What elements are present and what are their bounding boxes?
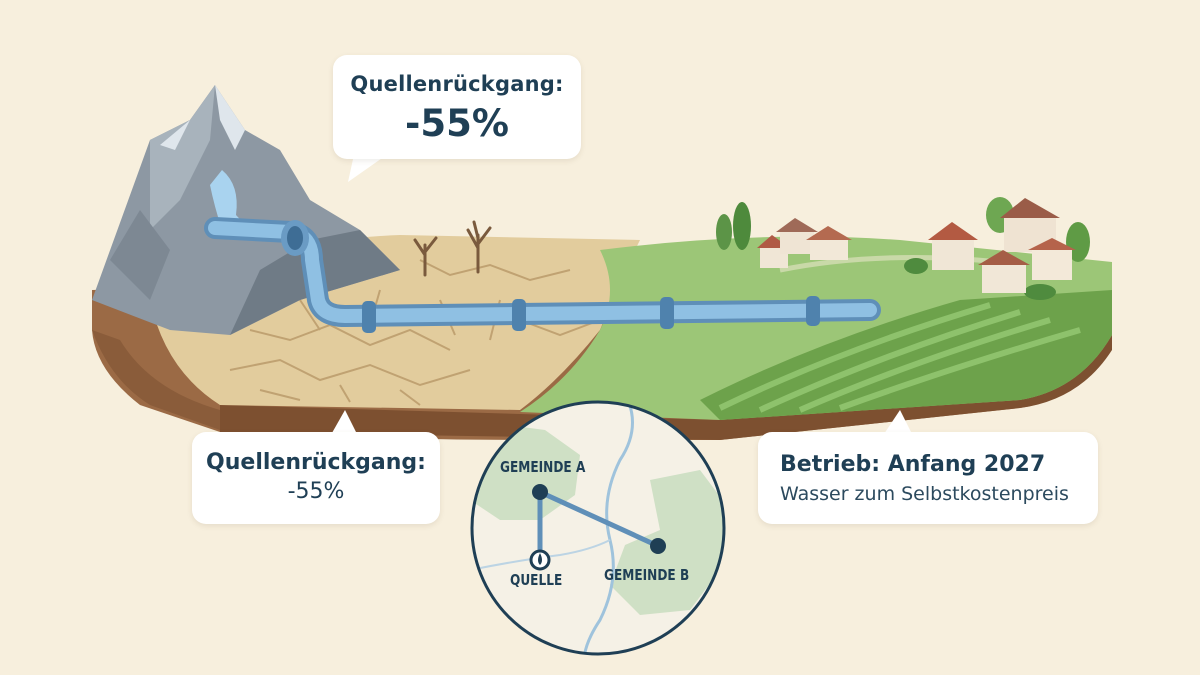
callout-quellenrueckgang-left: Quellenrückgang: -55% bbox=[192, 432, 440, 524]
map-label-gemeinde-b: GEMEINDE B bbox=[604, 566, 690, 584]
dead-tree-icon bbox=[413, 220, 492, 277]
map-inset-icon bbox=[470, 400, 726, 656]
callout-quellenrueckgang-top: Quellenrückgang: -55% bbox=[333, 55, 581, 159]
pipeline-icon bbox=[204, 217, 881, 333]
callout-top-label: Quellenrückgang: bbox=[350, 72, 564, 96]
callout-betrieb: Betrieb: Anfang 2027 Wasser zum Selbstko… bbox=[758, 432, 1098, 524]
map-label-quelle: QUELLE bbox=[510, 571, 563, 589]
house-icon bbox=[757, 198, 1076, 293]
callout-left-label: Quellenrückgang: bbox=[206, 450, 426, 475]
callout-top-value: -55% bbox=[405, 102, 509, 145]
water-drop-icon bbox=[538, 553, 542, 565]
waterfall bbox=[210, 170, 250, 230]
callout-right-subtitle: Wasser zum Selbstkostenpreis bbox=[780, 483, 1069, 505]
callout-right-title: Betrieb: Anfang 2027 bbox=[780, 452, 1046, 477]
green-field bbox=[520, 236, 1112, 420]
map-label-gemeinde-a: GEMEINDE A bbox=[500, 458, 586, 476]
callout-left-value: -55% bbox=[287, 479, 345, 504]
